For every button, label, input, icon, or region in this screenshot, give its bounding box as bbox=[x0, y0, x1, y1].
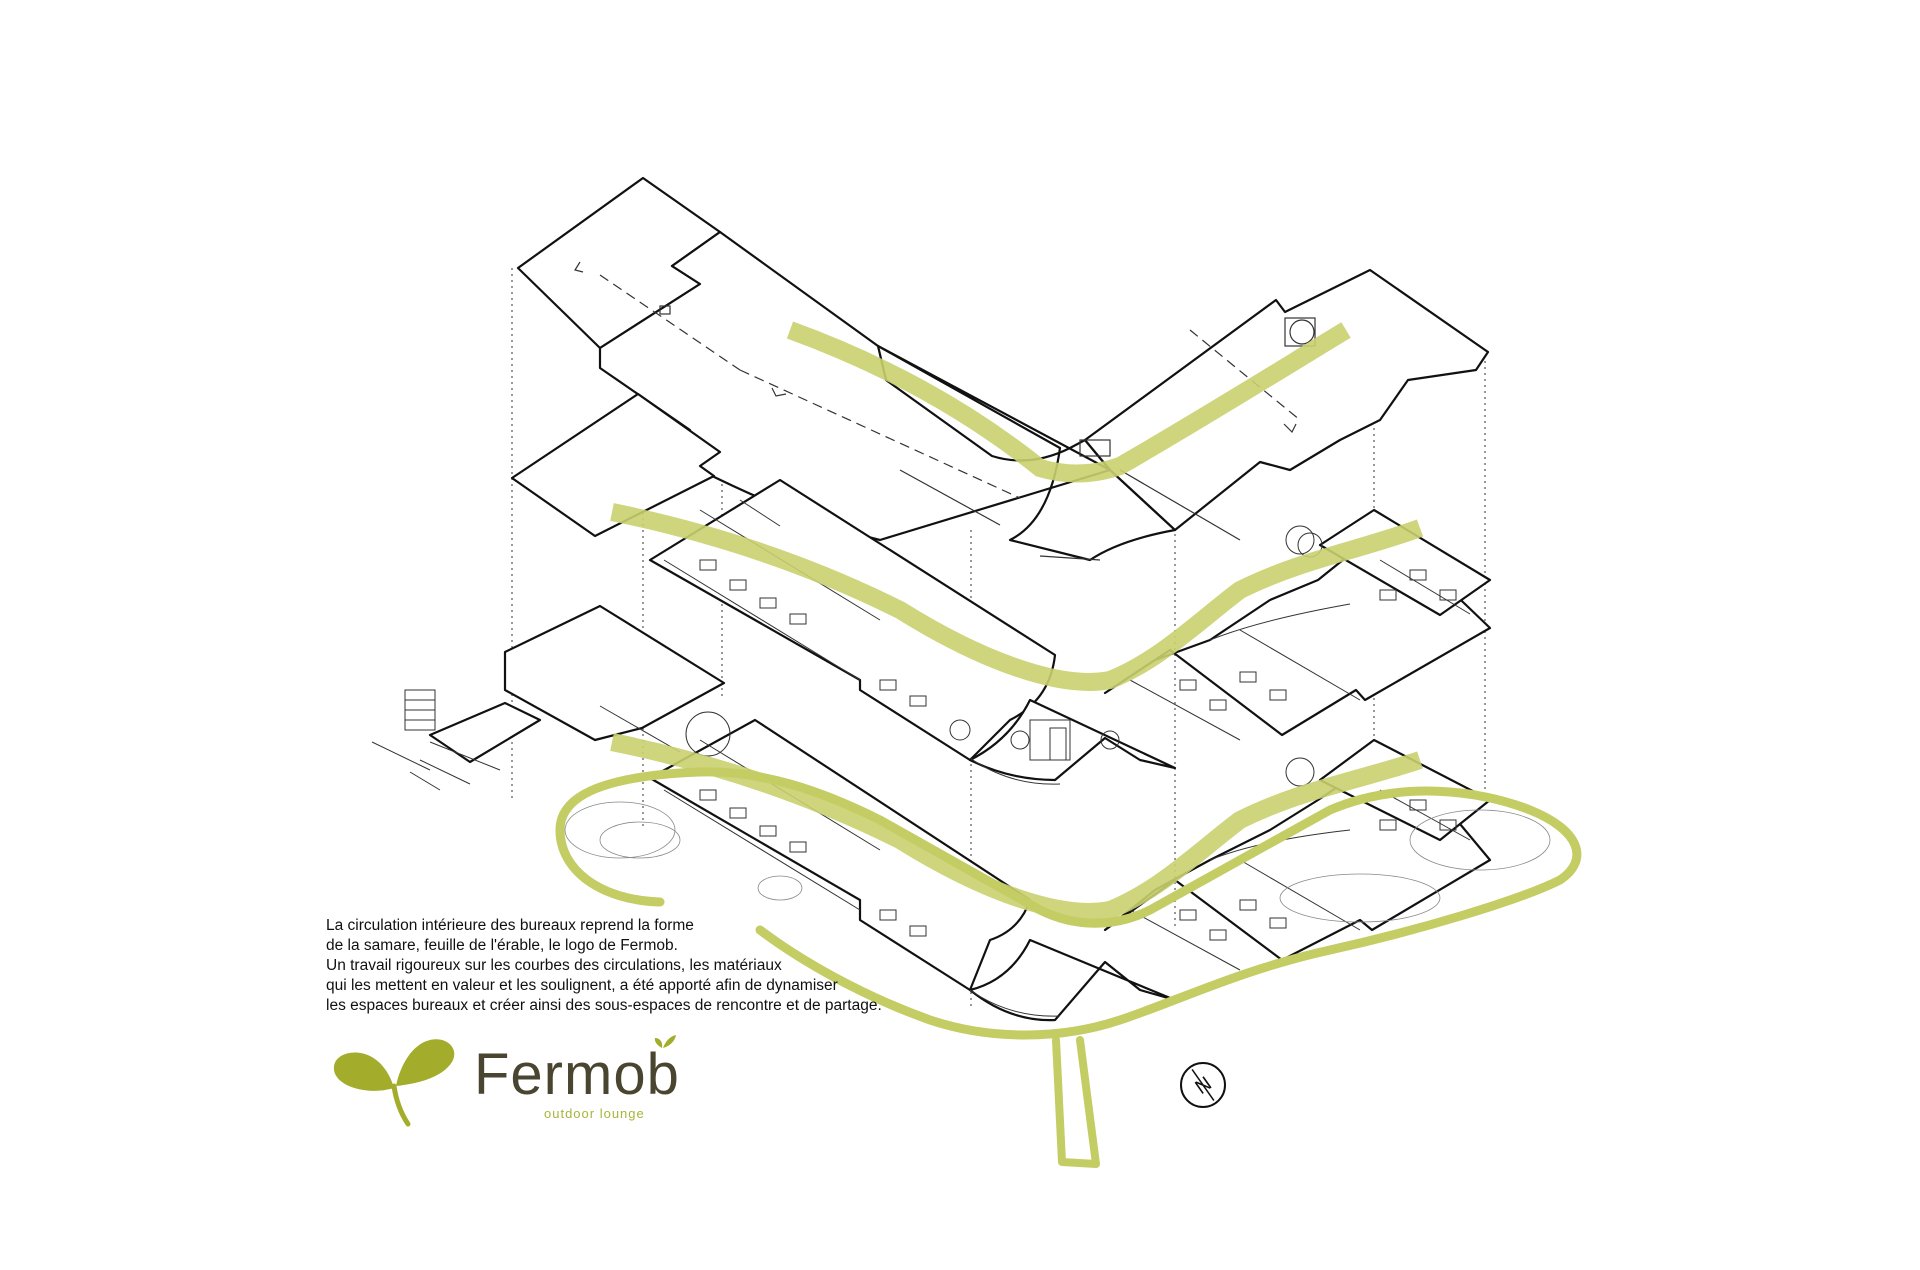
logo-wordmark: Fermob bbox=[474, 1042, 680, 1107]
lower-level bbox=[428, 604, 1492, 1022]
caption-text: La circulation intérieure des bureaux re… bbox=[326, 916, 1026, 1016]
middle-center bbox=[968, 698, 1177, 782]
middle-desk-marks bbox=[699, 559, 1457, 711]
landscape-loop-path bbox=[555, 767, 1582, 1040]
north-arrow-icon: N bbox=[1180, 1062, 1226, 1108]
landscape-trees bbox=[564, 801, 1551, 923]
caption-line: Un travail rigoureux sur les courbes des… bbox=[326, 957, 782, 974]
middle-details bbox=[663, 499, 1471, 785]
entry-path bbox=[1052, 1036, 1100, 1168]
middle-right-block bbox=[1318, 508, 1492, 617]
upper-details bbox=[574, 261, 1316, 561]
logo-tagline: outdoor lounge bbox=[544, 1106, 645, 1121]
upper-level bbox=[516, 176, 1490, 562]
middle-level bbox=[510, 392, 1492, 782]
logo-sprout-icon bbox=[654, 1035, 676, 1048]
caption-line: qui les mettent en valeur et les soulign… bbox=[326, 977, 838, 994]
upper-wing-right bbox=[1083, 268, 1490, 532]
upper-center bbox=[876, 344, 1177, 562]
lower-stair-block bbox=[428, 701, 542, 764]
entry-path-end bbox=[1061, 1158, 1097, 1168]
caption-line: les espaces bureaux et créer ainsi des s… bbox=[326, 997, 882, 1014]
caption-line: de la samare, feuille de l'érable, le lo… bbox=[326, 937, 678, 954]
lower-entry-block bbox=[503, 604, 726, 742]
fermob-logo: Fermob outdoor lounge bbox=[326, 1026, 706, 1136]
west-stair-detail bbox=[371, 689, 441, 791]
middle-circulation-band bbox=[610, 503, 1424, 691]
upper-circulation-band bbox=[786, 321, 1351, 483]
lower-center bbox=[968, 938, 1177, 1022]
upper-wing-left bbox=[598, 230, 1112, 542]
lower-details bbox=[419, 705, 1471, 1017]
lower-circulation-band bbox=[610, 733, 1423, 921]
middle-wing-left-tip bbox=[510, 392, 722, 538]
samara-leaf-icon bbox=[333, 1039, 455, 1127]
caption-line: La circulation intérieure des bureaux re… bbox=[326, 917, 694, 934]
lower-desk-marks bbox=[699, 789, 1457, 941]
